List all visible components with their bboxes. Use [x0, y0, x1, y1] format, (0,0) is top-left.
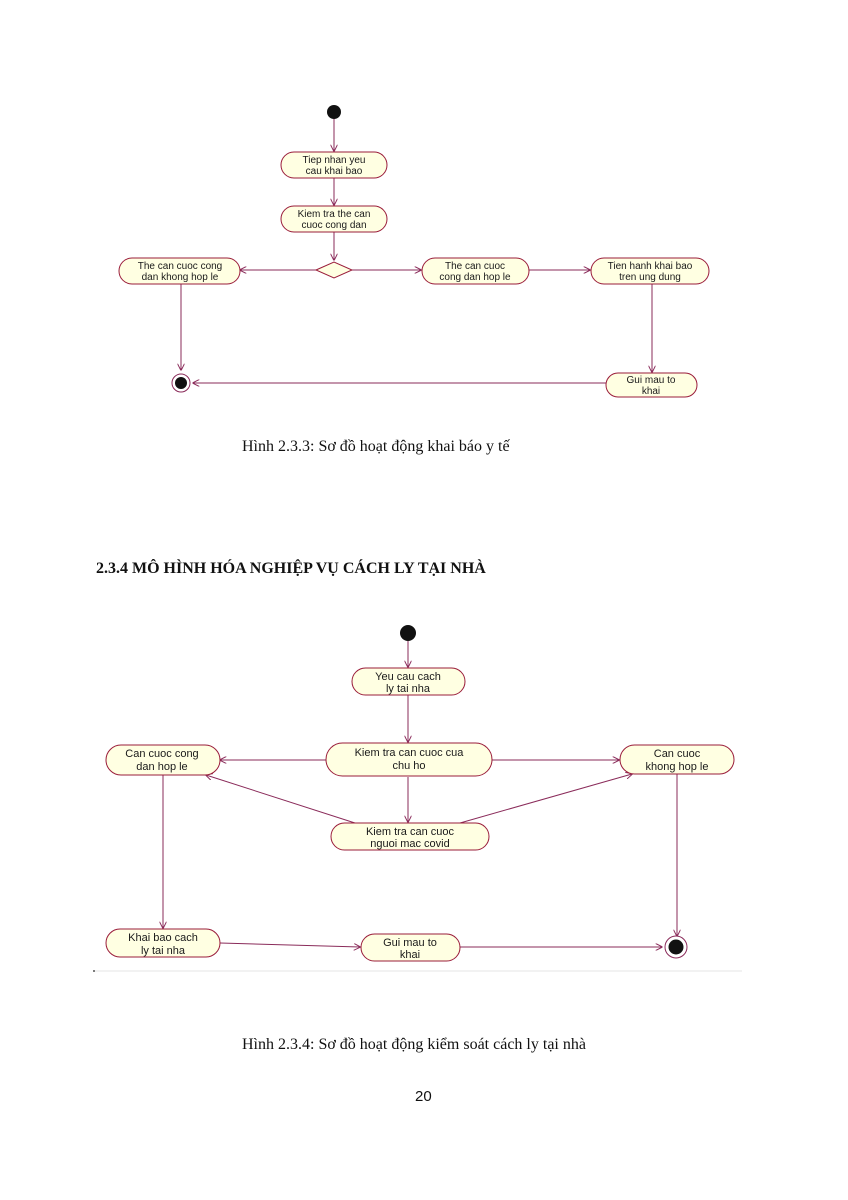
edge-kiem-tra-nguoi-to-hop-le	[206, 775, 356, 824]
decision-diamond	[314, 261, 354, 279]
start-node	[400, 625, 416, 641]
edge-khai-bao-to-gui-mau	[219, 942, 360, 947]
figure-caption: Hình 2.3.4: Sơ đồ hoạt động kiểm soát cá…	[242, 1036, 586, 1053]
scan-speck	[93, 970, 95, 972]
figure-caption: Hình 2.3.3: Sơ đồ hoạt động khai báo y t…	[242, 438, 510, 455]
section-heading: 2.3.4 MÔ HÌNH HÓA NGHIỆP VỤ CÁCH LY TẠI …	[96, 560, 486, 577]
end-node	[171, 373, 191, 393]
edge-kiem-tra-nguoi-to-khong-hop-le	[459, 774, 632, 824]
start-node	[327, 105, 341, 119]
end-node	[664, 935, 688, 959]
page-number: 20	[415, 1088, 432, 1105]
